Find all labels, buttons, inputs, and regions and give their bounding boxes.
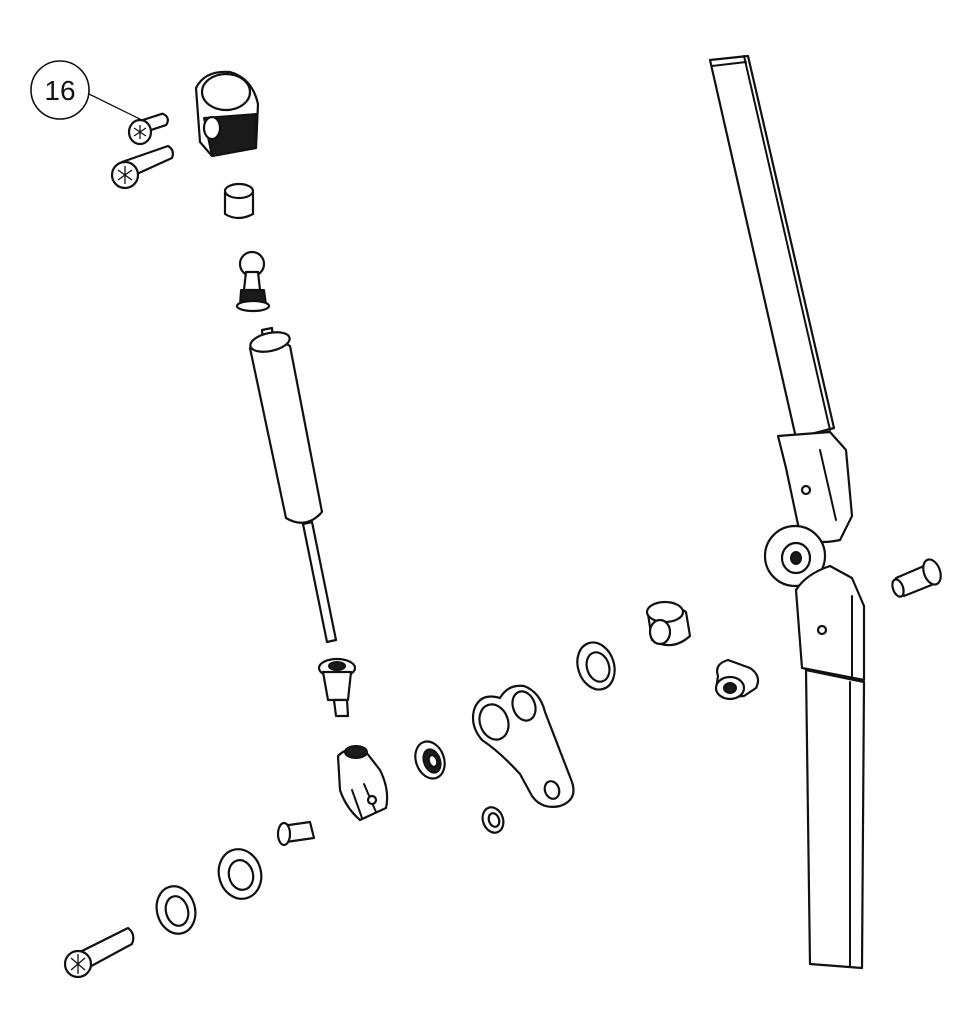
long-screw-bottom — [63, 926, 135, 979]
frame-tube — [708, 54, 866, 970]
large-washer — [217, 848, 263, 900]
pin-right — [891, 558, 942, 598]
callout-circle — [30, 60, 90, 120]
spacer-bushing — [645, 600, 692, 647]
link-arm — [471, 684, 575, 808]
callout-label: 16 — [44, 75, 75, 106]
ball-stud — [235, 250, 271, 313]
pivot-stud — [317, 657, 357, 718]
clamp-block — [194, 70, 260, 158]
bushing-bottom — [155, 885, 197, 935]
callout-16: 16 — [30, 60, 151, 125]
small-washer — [481, 806, 505, 834]
long-screw-top — [110, 144, 174, 190]
pin-bottom — [276, 820, 316, 847]
gas-spring — [248, 326, 338, 644]
bushing-top — [223, 182, 255, 220]
fork-clevis — [336, 745, 389, 822]
short-screw — [127, 112, 169, 146]
hex-nut — [714, 658, 760, 701]
ring-bearing — [414, 740, 446, 780]
flanged-bushing — [576, 641, 616, 691]
